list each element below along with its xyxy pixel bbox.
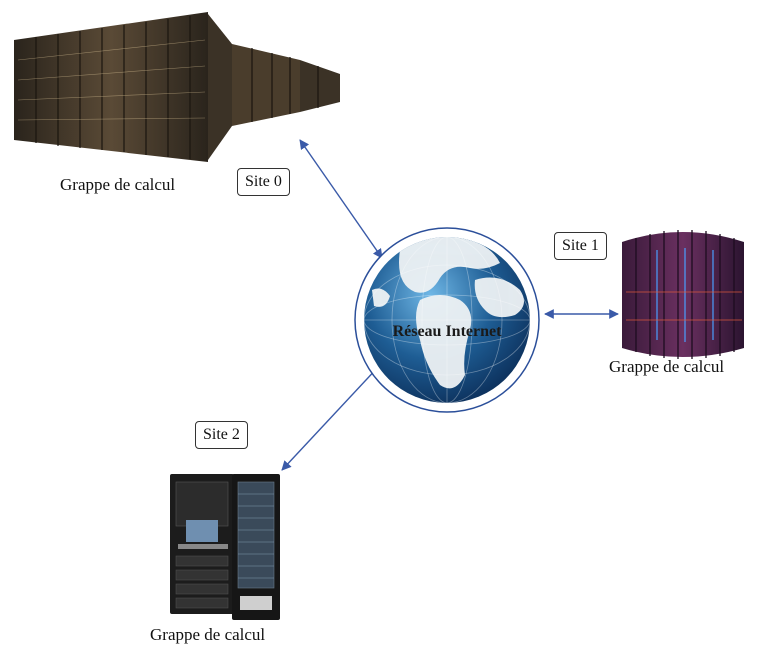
site0-tag: Site 0 [237,168,290,196]
site2-caption: Grappe de calcul [150,625,266,644]
site0-caption: Grappe de calcul [60,175,176,194]
site1-tag: Site 1 [554,232,607,260]
site2-tag: Site 2 [195,421,248,449]
site2-cluster-image [170,474,280,620]
site0-cluster-image [14,12,340,162]
link-site0 [299,139,383,259]
globe-icon [354,227,540,413]
site1-caption: Grappe de calcul [609,357,725,376]
network-label: Réseau Internet [393,323,503,340]
site1-cluster-image [622,230,744,359]
link-site2 [281,364,381,471]
